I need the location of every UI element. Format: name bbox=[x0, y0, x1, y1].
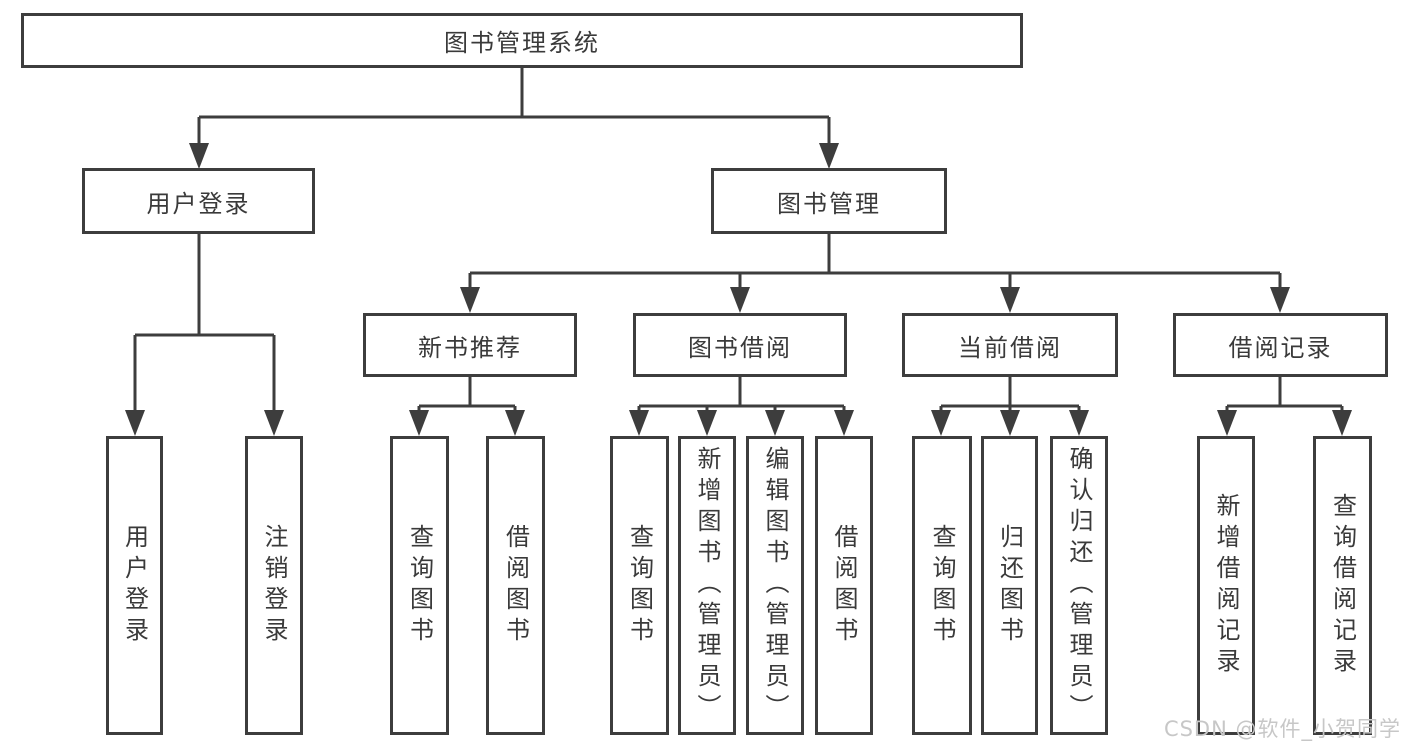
node-label: 编辑图书（管理员） bbox=[761, 446, 789, 725]
node-label: 借阅图书 bbox=[830, 523, 858, 648]
node-library-management-system: 图书管理系统 bbox=[21, 13, 1023, 68]
node-new-book-recommend: 新书推荐 bbox=[363, 313, 577, 377]
node-book-borrowing: 图书借阅 bbox=[633, 313, 847, 377]
leaf-borrow-books-recommend: 借阅图书 bbox=[486, 436, 545, 735]
node-label: 新书推荐 bbox=[418, 333, 522, 362]
leaf-query-books-recommend: 查询图书 bbox=[390, 436, 449, 735]
leaf-borrow-books: 借阅图书 bbox=[815, 436, 873, 735]
node-label: 查询图书 bbox=[625, 523, 654, 648]
leaf-query-borrow-record: 查询借阅记录 bbox=[1313, 436, 1372, 735]
node-label: 确认归还（管理员） bbox=[1065, 446, 1093, 725]
leaf-return-book: 归还图书 bbox=[981, 436, 1038, 735]
node-book-management: 图书管理 bbox=[711, 168, 947, 234]
arrowheads bbox=[125, 143, 1352, 436]
leaf-query-books-borrowing: 查询图书 bbox=[610, 436, 669, 735]
node-label: 借阅记录 bbox=[1228, 333, 1333, 362]
node-borrowing-records: 借阅记录 bbox=[1173, 313, 1388, 377]
leaf-query-books-current: 查询图书 bbox=[912, 436, 972, 735]
leaf-logout: 注销登录 bbox=[245, 436, 303, 735]
node-label: 用户登录 bbox=[120, 523, 149, 648]
node-label: 查询借阅记录 bbox=[1328, 492, 1357, 679]
node-label: 图书管理 bbox=[777, 189, 881, 218]
node-label: 注销登录 bbox=[260, 523, 288, 648]
leaf-edit-book-admin: 编辑图书（管理员） bbox=[746, 436, 804, 735]
leaf-add-borrow-record: 新增借阅记录 bbox=[1197, 436, 1255, 735]
node-user-login: 用户登录 bbox=[82, 168, 315, 234]
node-label: 查询图书 bbox=[405, 523, 434, 648]
node-current-borrowing: 当前借阅 bbox=[902, 313, 1118, 377]
node-label: 借阅图书 bbox=[501, 523, 530, 648]
leaf-user-login: 用户登录 bbox=[106, 436, 163, 735]
node-label: 图书借阅 bbox=[688, 333, 792, 362]
leaf-add-book-admin: 新增图书（管理员） bbox=[678, 436, 736, 735]
node-label: 新增图书（管理员） bbox=[693, 446, 721, 725]
leaf-confirm-return-admin: 确认归还（管理员） bbox=[1050, 436, 1108, 735]
node-label: 新增借阅记录 bbox=[1212, 492, 1240, 679]
node-label: 图书管理系统 bbox=[444, 29, 600, 57]
node-label: 用户登录 bbox=[146, 189, 251, 218]
node-label: 归还图书 bbox=[995, 523, 1024, 648]
node-label: 查询图书 bbox=[928, 523, 956, 648]
csdn-watermark: CSDN @软件_小贺同学 bbox=[1163, 717, 1401, 741]
node-label: 当前借阅 bbox=[958, 333, 1062, 362]
